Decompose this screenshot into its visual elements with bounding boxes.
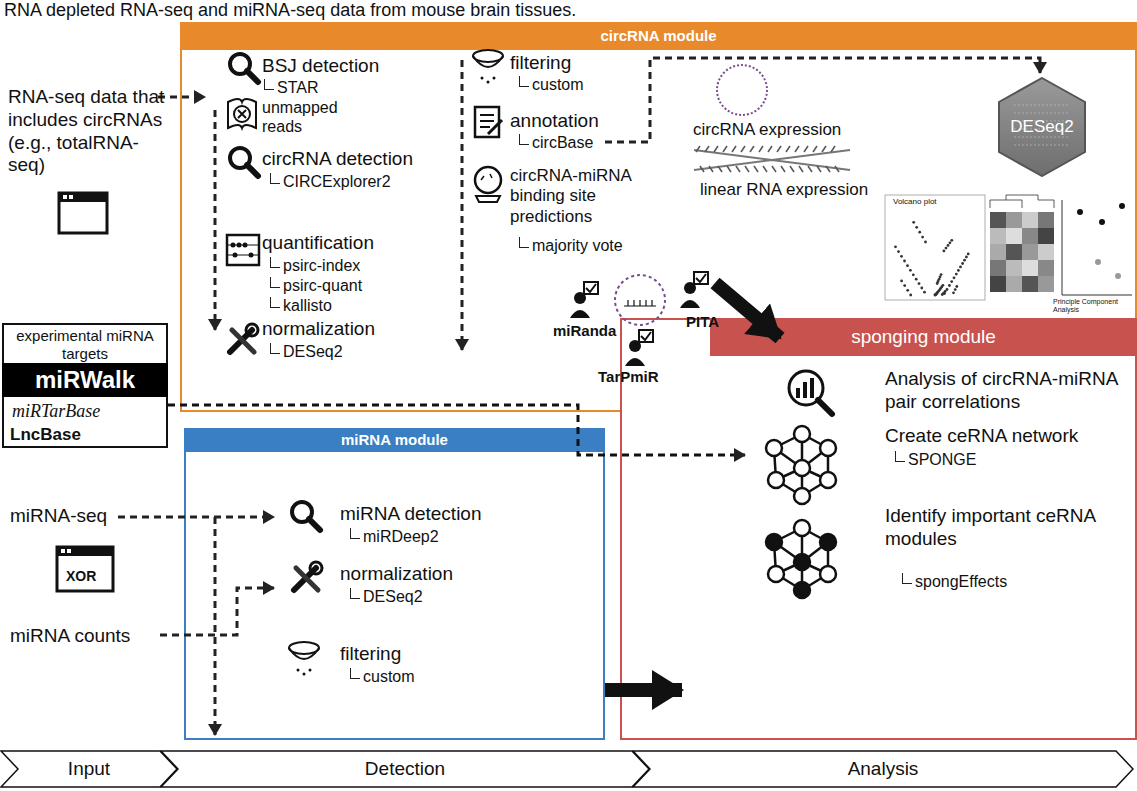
text-label: RNA-seq data that includes circRNAs (e.g… [8,86,166,177]
node-label: Input [0,750,178,788]
data-window-icon [59,193,107,233]
node-label: miRNA module [186,428,603,452]
text-label: STAR [262,78,318,97]
tool-hexagon: DESeq2 [997,77,1087,177]
text-label: circBase [517,133,593,152]
node-label: experimental miRNA targets [8,327,162,363]
text-label: spongEffects [900,572,1007,591]
text-label: BSJ detection [262,55,379,78]
text-label: miRNA detection [340,503,482,526]
node-label: sponging module [712,318,1135,356]
text-label: PITA [686,313,719,331]
texture-line [1014,113,1070,114]
node-label: DESeq2 [997,77,1087,177]
text-label: circRNA detection [262,148,413,171]
text-label: DESeq2 [348,587,423,606]
text-label: normalization [340,563,453,586]
text-label: miRDeep2 [348,527,439,546]
text-label: Analysis of circRNA-miRNA pair correlati… [885,368,1125,414]
text-label: miRWalk [2,363,168,397]
text-label: RNA depleted RNA-seq and miRNA-seq data … [4,0,576,22]
text-label: miRNA-seq [10,505,107,528]
text-label: miRanda [553,322,616,340]
text-label: DESeq2 [268,342,343,361]
text-label: circRNA expression [693,120,841,140]
stage-chevron: Analysis [632,750,1134,788]
chevron-outline [633,751,1133,787]
text-label: Volcano plot [893,197,937,207]
text-label: filtering [340,643,401,666]
chevron-outline [161,751,649,787]
text-label: psirc-quant [268,276,362,295]
text-label: Identify important ceRNA modules [885,505,1120,551]
chevron-outline [1,751,177,787]
text-label: majority vote [517,236,623,255]
text-label: linear RNA expression [700,180,868,200]
text-label: custom [517,75,584,94]
text-label: normalization [262,318,375,341]
text-label: kallisto [268,296,332,315]
text-label: quantification [262,232,374,255]
text-label: Create ceRNA network [885,425,1078,448]
texture-line [1014,145,1070,146]
stage-chevron: Detection [160,750,650,788]
text-label: CIRCExplorer2 [268,172,391,191]
text-label: XOR [66,568,96,585]
text-label: custom [348,667,415,686]
data-window-icon [57,547,113,591]
text-label: psirc-index [268,256,360,275]
stage-chevron: Input [0,750,178,788]
node-label: circRNA module [182,22,1135,50]
text-label: annotation [510,110,599,133]
text-label: miRNA counts [10,625,130,648]
texture-line [1014,105,1070,106]
text-label: unmapped reads [262,98,344,136]
text-label: LncBase [10,425,81,445]
text-label: Principle Component Analysis [1053,298,1133,315]
text-label: SPONGE [893,450,976,469]
node-label: Analysis [632,750,1134,788]
text-label: circRNA-miRNA binding site predictions [510,166,682,227]
text-label: filtering [510,52,571,75]
text-label: TarPmiR [598,368,659,386]
node-label: Detection [160,750,650,788]
texture-line [1014,137,1070,138]
text-label: miRTarBase [12,401,100,423]
